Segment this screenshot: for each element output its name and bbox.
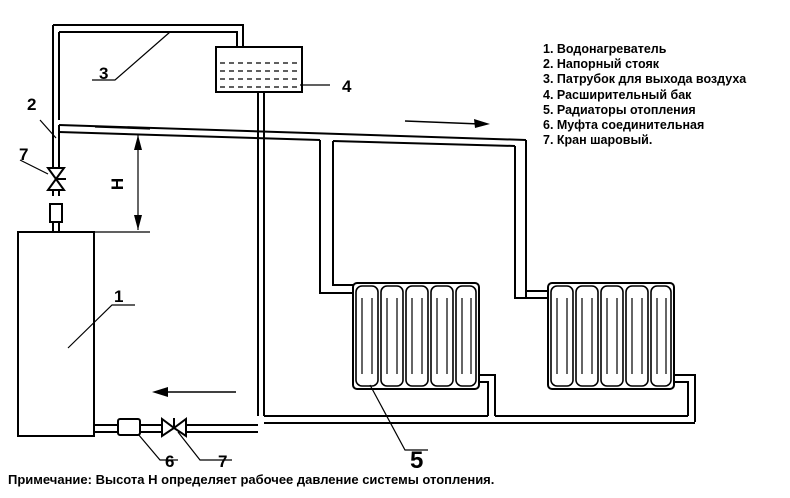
- ball-valve-bottom: [161, 417, 187, 438]
- legend-item: 6. Муфта соединительная: [543, 118, 705, 133]
- air-outlet-pipe: [53, 24, 244, 47]
- legend-item: 3. Патрубок для выхода воздуха: [543, 72, 747, 87]
- expansion-tank: [215, 46, 303, 93]
- radiator-2-feed: [514, 146, 548, 299]
- label-air-outlet: 3: [99, 64, 108, 83]
- riser-coupling: [49, 203, 63, 223]
- supply-pipe: [58, 124, 527, 298]
- return-pipe: [94, 415, 695, 433]
- legend-item: 4. Расширительный бак: [543, 87, 692, 102]
- leader-lines: [19, 31, 428, 461]
- label-tank: 4: [342, 77, 352, 96]
- radiator-1-feed: [319, 140, 353, 294]
- label-valve-top: 7: [19, 145, 28, 164]
- flow-arrow-supply: [404, 119, 490, 128]
- ball-valve-top: [46, 167, 66, 191]
- tank-downpipe: [257, 92, 265, 416]
- legend-item: 2. Напорный стояк: [543, 57, 660, 72]
- radiator-returns: [479, 374, 696, 422]
- label-valve-bottom: 7: [218, 452, 227, 471]
- radiator-2: [547, 282, 675, 390]
- coupling: [117, 418, 141, 436]
- pressure-riser: [52, 25, 60, 232]
- flow-arrow-return: [152, 387, 236, 397]
- label-radiators: 5: [410, 447, 423, 474]
- legend-item: 5. Радиаторы отопления: [543, 102, 696, 117]
- height-label: H: [108, 178, 127, 190]
- legend: 1. Водонагреватель 2. Напорный стояк 3. …: [543, 42, 746, 148]
- legend-item: 7. Кран шаровый.: [543, 133, 653, 148]
- label-heater: 1: [114, 287, 123, 306]
- footnote: Примечание: Высота H определяет рабочее …: [8, 472, 495, 487]
- water-heater: [17, 231, 95, 437]
- radiator-1: [352, 282, 480, 390]
- height-dimension: [94, 135, 150, 233]
- legend-item: 1. Водонагреватель: [543, 42, 667, 56]
- label-coupling: 6: [165, 452, 174, 471]
- label-riser: 2: [27, 95, 36, 114]
